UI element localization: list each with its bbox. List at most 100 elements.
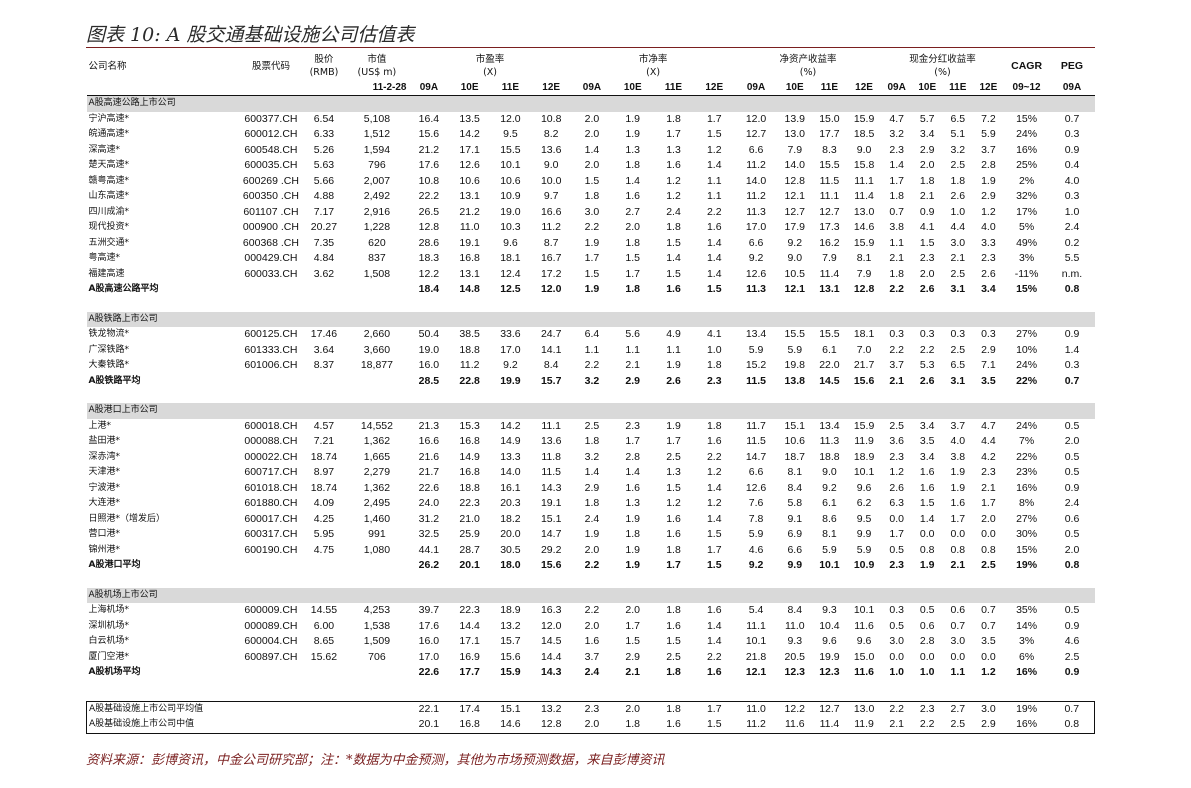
table-cell: 2.5 bbox=[950, 343, 966, 356]
table-cell: 17.3 bbox=[819, 221, 840, 233]
stock-code: 601880.CH bbox=[244, 497, 298, 509]
table-cell: 0.5 bbox=[889, 543, 904, 556]
table-cell: 2,495 bbox=[363, 497, 391, 509]
table-cell: 1.4 bbox=[706, 512, 722, 525]
table-cell: 12.0 bbox=[540, 619, 562, 632]
table-cell: 1.4 bbox=[706, 481, 722, 494]
table-cell: 14.9 bbox=[459, 450, 480, 463]
table-cell: 3.64 bbox=[313, 343, 335, 356]
table-cell: 1.9 bbox=[584, 283, 600, 295]
table-cell: 1.6 bbox=[625, 481, 641, 494]
company-name: 深赤湾* bbox=[88, 451, 121, 462]
table-cell: 18,877 bbox=[360, 359, 393, 371]
table-cell: 8.4 bbox=[543, 359, 559, 371]
table-cell: 9.6 bbox=[503, 236, 518, 249]
table-cell: 29.2 bbox=[540, 543, 562, 556]
table-cell: 5.9 bbox=[822, 543, 837, 556]
table-cell: 2.0 bbox=[584, 112, 600, 125]
table-cell: 11.7 bbox=[746, 419, 766, 432]
table-cell: 11.5 bbox=[746, 435, 766, 447]
table-cell: 13.1 bbox=[459, 267, 480, 280]
table-cell: 0.0 bbox=[919, 528, 935, 540]
average-label: A股高速公路平均 bbox=[88, 284, 159, 294]
table-cell: 5.63 bbox=[313, 159, 335, 171]
table-cell: 1.8 bbox=[625, 528, 641, 540]
pe-header: 市盈率(X) bbox=[475, 54, 505, 78]
table-cell: 12.6 bbox=[459, 159, 480, 171]
table-cell: 12.2 bbox=[418, 267, 440, 280]
table-cell: 8.6 bbox=[822, 512, 837, 525]
table-cell: 1.7 bbox=[625, 619, 641, 632]
table-cell: 2.5 bbox=[1064, 650, 1080, 663]
table-cell: 30.5 bbox=[500, 543, 521, 556]
table-cell: 1.4 bbox=[706, 236, 722, 249]
stock-code: 000022.CH bbox=[244, 450, 298, 463]
table-cell: 1.6 bbox=[706, 604, 722, 616]
table-cell: 2.5 bbox=[981, 559, 996, 571]
table-cell: 20.1 bbox=[459, 559, 480, 571]
table-cell: 17% bbox=[1016, 205, 1038, 218]
table-cell: 9.6 bbox=[856, 481, 872, 494]
table-cell: 1.9 bbox=[625, 559, 641, 571]
table-cell: 11.2 bbox=[541, 221, 562, 233]
section-header: A股铁路上市公司 bbox=[86, 311, 1095, 327]
stock-code: 600190.CH bbox=[244, 543, 298, 556]
table-cell: 4.2 bbox=[981, 450, 996, 463]
table-cell: 0.3 bbox=[889, 604, 904, 616]
table-cell: 2% bbox=[1018, 174, 1035, 187]
year-header: 11E bbox=[942, 81, 974, 96]
table-cell: 17.6 bbox=[418, 619, 440, 632]
company-name: 日照港*（增发后） bbox=[88, 513, 166, 524]
table-cell: 1.4 bbox=[584, 143, 600, 156]
year-header: 09A bbox=[734, 81, 778, 96]
table-cell: 0.6 bbox=[919, 619, 935, 632]
table-cell: 18.7 bbox=[784, 450, 805, 463]
table-cell: 2.3 bbox=[911, 700, 943, 717]
table-cell: 2.9 bbox=[919, 143, 935, 156]
year-header: 10E bbox=[449, 81, 491, 96]
table-cell: 2.0 bbox=[584, 128, 600, 140]
stock-code: 600350 .CH bbox=[242, 190, 299, 202]
table-cell: 12.3 bbox=[784, 666, 805, 678]
table-cell: 32% bbox=[1016, 190, 1038, 202]
table-cell: 6.5 bbox=[950, 112, 966, 125]
table-cell: 6.00 bbox=[313, 619, 335, 632]
table-cell: 16.0 bbox=[418, 359, 440, 371]
table-cell: 0.9 bbox=[1064, 328, 1080, 340]
table-cell: 2.3 bbox=[889, 450, 904, 463]
table-cell: 1.4 bbox=[625, 174, 641, 187]
table-cell: 8.2 bbox=[543, 128, 559, 140]
header-row-1: 公司名称 股票代码 股价(RMB) 市值(US$ m) 市盈率(X) 市净率(X… bbox=[87, 51, 1095, 81]
table-cell: 12.0 bbox=[540, 283, 562, 295]
table-cell: 2.6 bbox=[919, 283, 935, 295]
company-name: 白云机场* bbox=[88, 636, 130, 646]
table-cell: 0.9 bbox=[1064, 481, 1080, 494]
table-cell: 3.7 bbox=[981, 143, 996, 156]
table-cell: 38.5 bbox=[459, 328, 480, 340]
table-cell: 3.1 bbox=[950, 374, 966, 387]
table-cell: 1.8 bbox=[950, 174, 966, 187]
table-cell: 1.8 bbox=[625, 159, 641, 171]
table-cell: 7.8 bbox=[748, 512, 764, 525]
table-cell: 1.8 bbox=[666, 666, 681, 678]
table-cell: 11.6 bbox=[854, 619, 874, 632]
table-cell: 1.9 bbox=[584, 236, 600, 249]
table-cell: 16.6 bbox=[540, 205, 562, 218]
table-cell: 7.9 bbox=[856, 267, 872, 280]
table-cell: 15.9 bbox=[853, 419, 875, 432]
table-cell: 9.3 bbox=[822, 604, 837, 616]
table-cell: 5.9 bbox=[748, 528, 764, 540]
table-cell: 4.1 bbox=[706, 328, 722, 340]
table-cell: 17.7 bbox=[459, 666, 480, 678]
table-cell: 2.2 bbox=[706, 450, 722, 463]
table-cell: 14.0 bbox=[500, 466, 521, 478]
table-cell: 18.5 bbox=[853, 128, 875, 140]
table-cell: 11.6 bbox=[854, 666, 874, 678]
mktcap-header: 市值(US$ m) bbox=[357, 54, 397, 78]
stock-code: 600548.CH bbox=[244, 143, 298, 156]
table-cell: 11.1 bbox=[746, 619, 766, 632]
table-cell: 9.0 bbox=[787, 252, 803, 264]
